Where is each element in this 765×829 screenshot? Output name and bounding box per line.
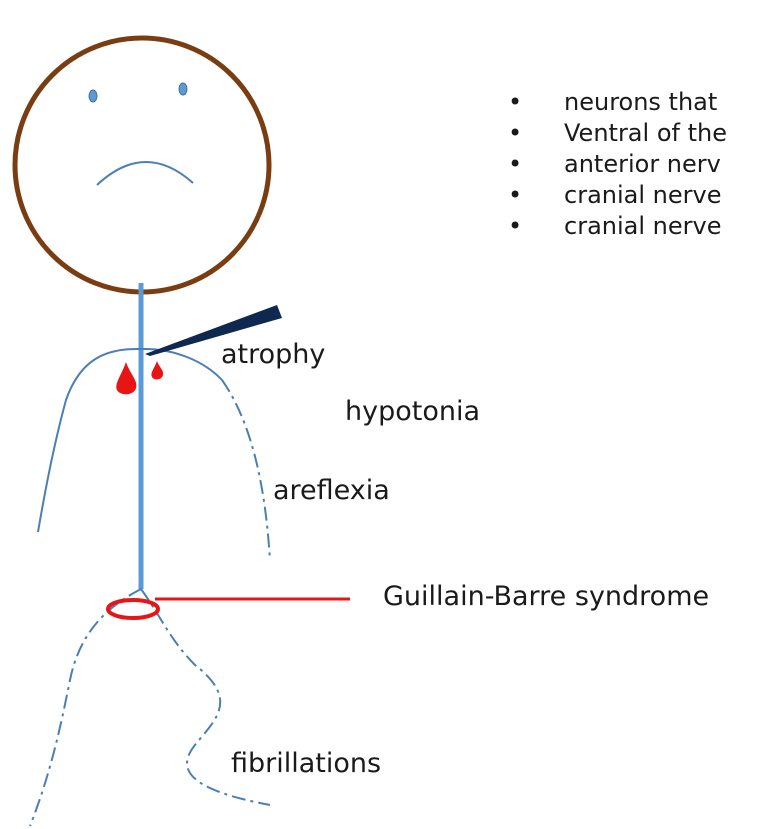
bullet-text: Ventral of the <box>564 119 727 147</box>
bullet-glyph: • <box>508 149 564 180</box>
left-leg-line <box>30 589 141 826</box>
bullet-text: cranial nerve <box>564 212 721 240</box>
bullet-item: •anterior nerv <box>508 149 727 180</box>
bullet-text: cranial nerve <box>564 181 721 209</box>
bullet-text: anterior nerv <box>564 150 721 178</box>
left-eye <box>89 90 97 102</box>
bullet-glyph: • <box>508 87 564 118</box>
label-areflexia: areflexia <box>273 477 390 504</box>
bullet-item: •neurons that <box>508 87 727 118</box>
head-circle <box>15 38 269 292</box>
right-eye <box>179 83 187 95</box>
bullet-glyph: • <box>508 180 564 211</box>
blood-drop-large <box>116 362 136 394</box>
frown-mouth <box>97 162 193 185</box>
label-hypotonia: hypotonia <box>345 398 480 425</box>
label-atrophy: atrophy <box>221 341 325 368</box>
bullet-item: •Ventral of the <box>508 118 727 149</box>
bullet-list: •neurons that •Ventral of the •anterior … <box>508 87 727 242</box>
bullet-item: •cranial nerve <box>508 180 727 211</box>
bullet-glyph: • <box>508 118 564 149</box>
label-fibrillations: fibrillations <box>231 750 381 777</box>
bullet-text: neurons that <box>564 88 717 116</box>
blood-drop-small <box>151 361 163 379</box>
bullet-item: •cranial nerve <box>508 211 727 242</box>
lesion-ring <box>108 600 158 618</box>
bullet-glyph: • <box>508 211 564 242</box>
label-guillain-barre: Guillain-Barre syndrome <box>383 583 709 610</box>
right-arm-line <box>222 380 270 560</box>
